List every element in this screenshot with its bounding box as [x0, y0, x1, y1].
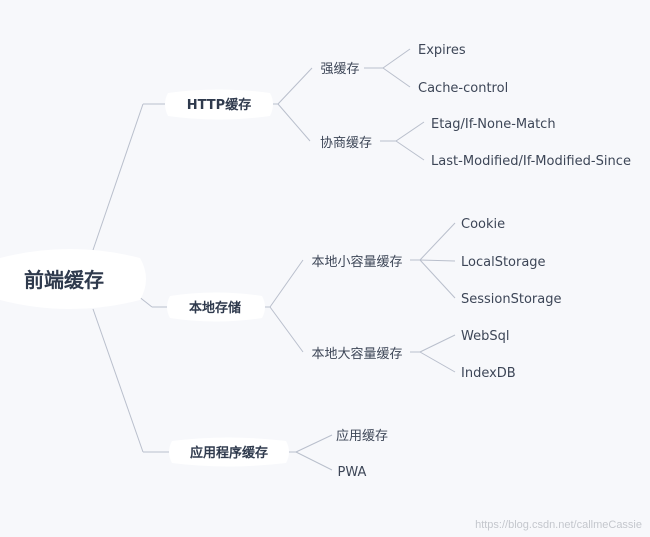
- leaf-label-localstorage: LocalStorage: [461, 255, 546, 270]
- sub-label-large-local-cache: 本地大容量缓存: [311, 346, 402, 362]
- sub-label-small-local-cache: 本地小容量缓存: [311, 254, 402, 270]
- branch-node-shape: [167, 292, 265, 322]
- connector-large-indexdb: [419, 351, 456, 373]
- connector-lines: [92, 48, 456, 471]
- root-node[interactable]: 前端缓存: [0, 249, 146, 309]
- connector-app-pwa: [295, 451, 333, 471]
- connector-strong-cachecontrol: [382, 67, 411, 88]
- branch-node-app-cache[interactable]: 应用程序缓存: [169, 437, 289, 467]
- leaf-label-websql: WebSql: [461, 329, 509, 344]
- branch-node-http-cache[interactable]: HTTP缓存: [165, 89, 273, 120]
- watermark: https://blog.csdn.net/callmeCassie: [475, 519, 642, 531]
- leaf-label-cookie: Cookie: [461, 217, 505, 232]
- root-node-shape: [0, 249, 146, 309]
- connector-app-appcache: [295, 434, 333, 453]
- connector-local-large: [269, 306, 304, 353]
- root-label: 前端缓存: [24, 268, 104, 292]
- sub-label-pwa: PWA: [338, 465, 367, 480]
- branch-node-local-storage[interactable]: 本地存储: [167, 292, 265, 322]
- branch-label-local-storage: 本地存储: [189, 300, 241, 316]
- sub-label-negotiation-cache: 协商缓存: [320, 136, 372, 151]
- branch-label-app-cache: 应用程序缓存: [190, 445, 268, 461]
- leaf-label-cache-control: Cache-control: [418, 81, 508, 96]
- leaf-label-sessionstorage: SessionStorage: [461, 292, 561, 307]
- connector-large-websql: [419, 334, 456, 353]
- branch-label-http-cache: HTTP缓存: [187, 97, 251, 113]
- sub-label-application-cache: 应用缓存: [336, 428, 388, 444]
- sub-label-strong-cache: 强缓存: [320, 62, 359, 77]
- connector-local-small: [269, 259, 304, 308]
- connector-root-http: [92, 103, 144, 251]
- leaf-label-expires: Expires: [418, 43, 466, 58]
- connector-small-sessionstorage: [419, 259, 456, 299]
- connector-strong-expires: [382, 48, 411, 69]
- connector-small-cookie: [419, 222, 456, 261]
- connector-small-localstorage: [419, 259, 456, 262]
- leaf-label-etag: Etag/If-None-Match: [431, 117, 556, 132]
- branch-node-shape: [165, 89, 273, 120]
- connector-root-app: [92, 308, 144, 453]
- connector-negotiation-lastmodified: [395, 140, 425, 161]
- leaf-label-indexdb: IndexDB: [461, 366, 516, 381]
- leaf-label-last-modified: Last-Modified/If-Modified-Since: [431, 154, 631, 169]
- connector-http-strong: [277, 67, 313, 105]
- branch-node-shape: [169, 437, 289, 467]
- connector-negotiation-etag: [395, 121, 425, 142]
- connector-http-negotiation: [277, 103, 311, 142]
